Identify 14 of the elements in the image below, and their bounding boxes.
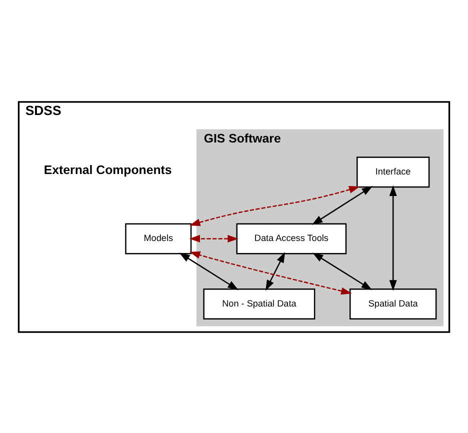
node-box: Models [125, 222, 192, 254]
node-box: Spatial Data [350, 288, 437, 319]
arrow [266, 251, 286, 290]
arrow [312, 186, 373, 224]
arrow [189, 234, 238, 242]
arrow [312, 252, 372, 290]
node-box: Interface [356, 156, 430, 188]
arrow [179, 252, 238, 290]
arrow [389, 184, 397, 290]
arrow [189, 186, 360, 226]
node-box: Non - Spatial Data [203, 288, 316, 319]
label: External Components [44, 162, 172, 177]
arrow [189, 250, 352, 294]
node-box: Data Access Tools [236, 222, 347, 254]
